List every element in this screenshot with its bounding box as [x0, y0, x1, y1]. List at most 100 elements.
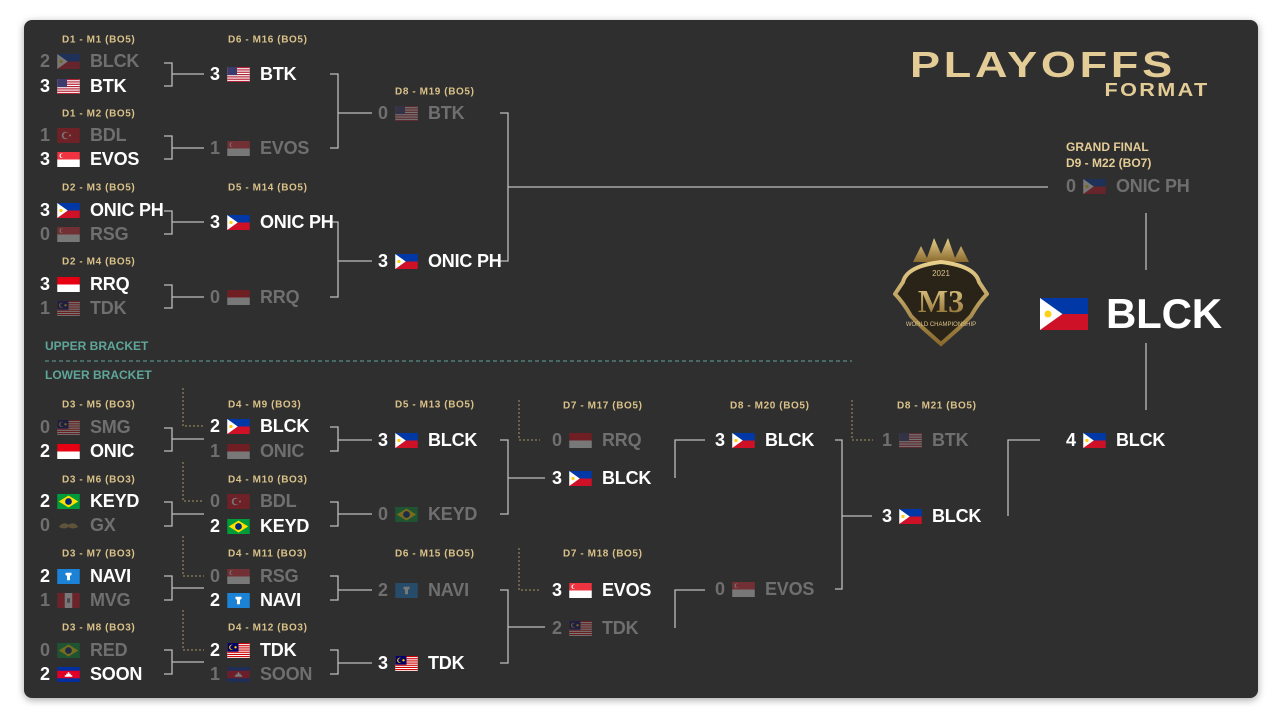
team-score: 3 — [715, 429, 726, 450]
peru-flag-icon — [57, 592, 80, 608]
match-label: D7 - M17 (BO5) — [563, 400, 643, 412]
team-name: GX — [90, 514, 116, 535]
team-name: BLCK — [1116, 429, 1166, 450]
grand-final-team[interactable]: 0 ONIC PH — [1066, 176, 1190, 196]
match-label: D4 - M10 (BO3) — [228, 474, 308, 486]
match-label: D5 - M13 (BO5) — [395, 399, 475, 411]
usa-flag-icon — [57, 78, 80, 94]
team-name: ONIC — [260, 440, 305, 461]
team-name: RED — [90, 639, 128, 660]
team-row[interactable]: 1 ONIC — [210, 441, 304, 461]
team-score: 1 — [210, 440, 221, 461]
gx-flag-icon — [57, 518, 80, 533]
team-score: 0 — [378, 102, 389, 123]
philippines-flag-icon — [569, 470, 592, 486]
match-label: D3 - M6 (BO3) — [62, 474, 136, 486]
philippines-flag-icon — [732, 432, 755, 448]
team-score: 0 — [715, 578, 726, 599]
usa-flag-icon — [227, 66, 250, 82]
team-score: 4 — [1066, 429, 1077, 450]
team-score: 2 — [210, 639, 221, 660]
team-name: BTK — [90, 75, 127, 96]
team-row[interactable]: 3 BTK — [210, 63, 297, 84]
team-name: RSG — [260, 565, 299, 586]
indonesia-flag-icon — [227, 443, 250, 459]
team-name: NAVI — [260, 589, 301, 610]
team-row[interactable]: 0 RED — [40, 639, 128, 660]
team-name: BTK — [932, 429, 969, 450]
team-name: BTK — [260, 63, 297, 84]
team-row[interactable]: 0 GX — [40, 515, 116, 535]
m3-logo: 2021 M3 WORLD CHAMPIONSHIP — [892, 232, 990, 352]
philippines-flag-icon — [395, 253, 418, 269]
team-score: 0 — [1066, 175, 1077, 196]
team-name: TDK — [602, 617, 639, 638]
page-title: PLAYOFFS — [910, 44, 1176, 85]
philippines-flag-icon — [395, 432, 418, 448]
team-score: 0 — [40, 639, 51, 660]
team-score: 3 — [552, 579, 563, 600]
team-score: 3 — [378, 652, 389, 673]
team-score: 3 — [378, 250, 389, 271]
match-label: D7 - M18 (BO5) — [563, 548, 643, 560]
match-label: D8 - M21 (BO5) — [897, 400, 977, 412]
match-label: D4 - M12 (BO3) — [228, 622, 308, 634]
brazil-flag-icon — [227, 518, 250, 534]
svg-text:M3: M3 — [918, 283, 964, 319]
team-score: 3 — [210, 211, 221, 232]
team-score: 3 — [210, 63, 221, 84]
singapore-flag-icon — [732, 581, 755, 597]
malaysia-flag-icon — [57, 419, 80, 435]
team-score: 3 — [882, 505, 893, 526]
team-score: 2 — [210, 415, 221, 436]
team-score: 0 — [40, 514, 51, 535]
team-score: 0 — [40, 416, 51, 437]
team-name: NAVI — [428, 579, 469, 600]
team-name: MVG — [90, 589, 131, 610]
team-score: 0 — [210, 490, 221, 511]
team-name: KEYD — [90, 490, 140, 511]
team-row[interactable]: 4 BLCK — [1066, 430, 1165, 450]
singapore-flag-icon — [569, 582, 592, 598]
team-score: 2 — [40, 50, 51, 71]
